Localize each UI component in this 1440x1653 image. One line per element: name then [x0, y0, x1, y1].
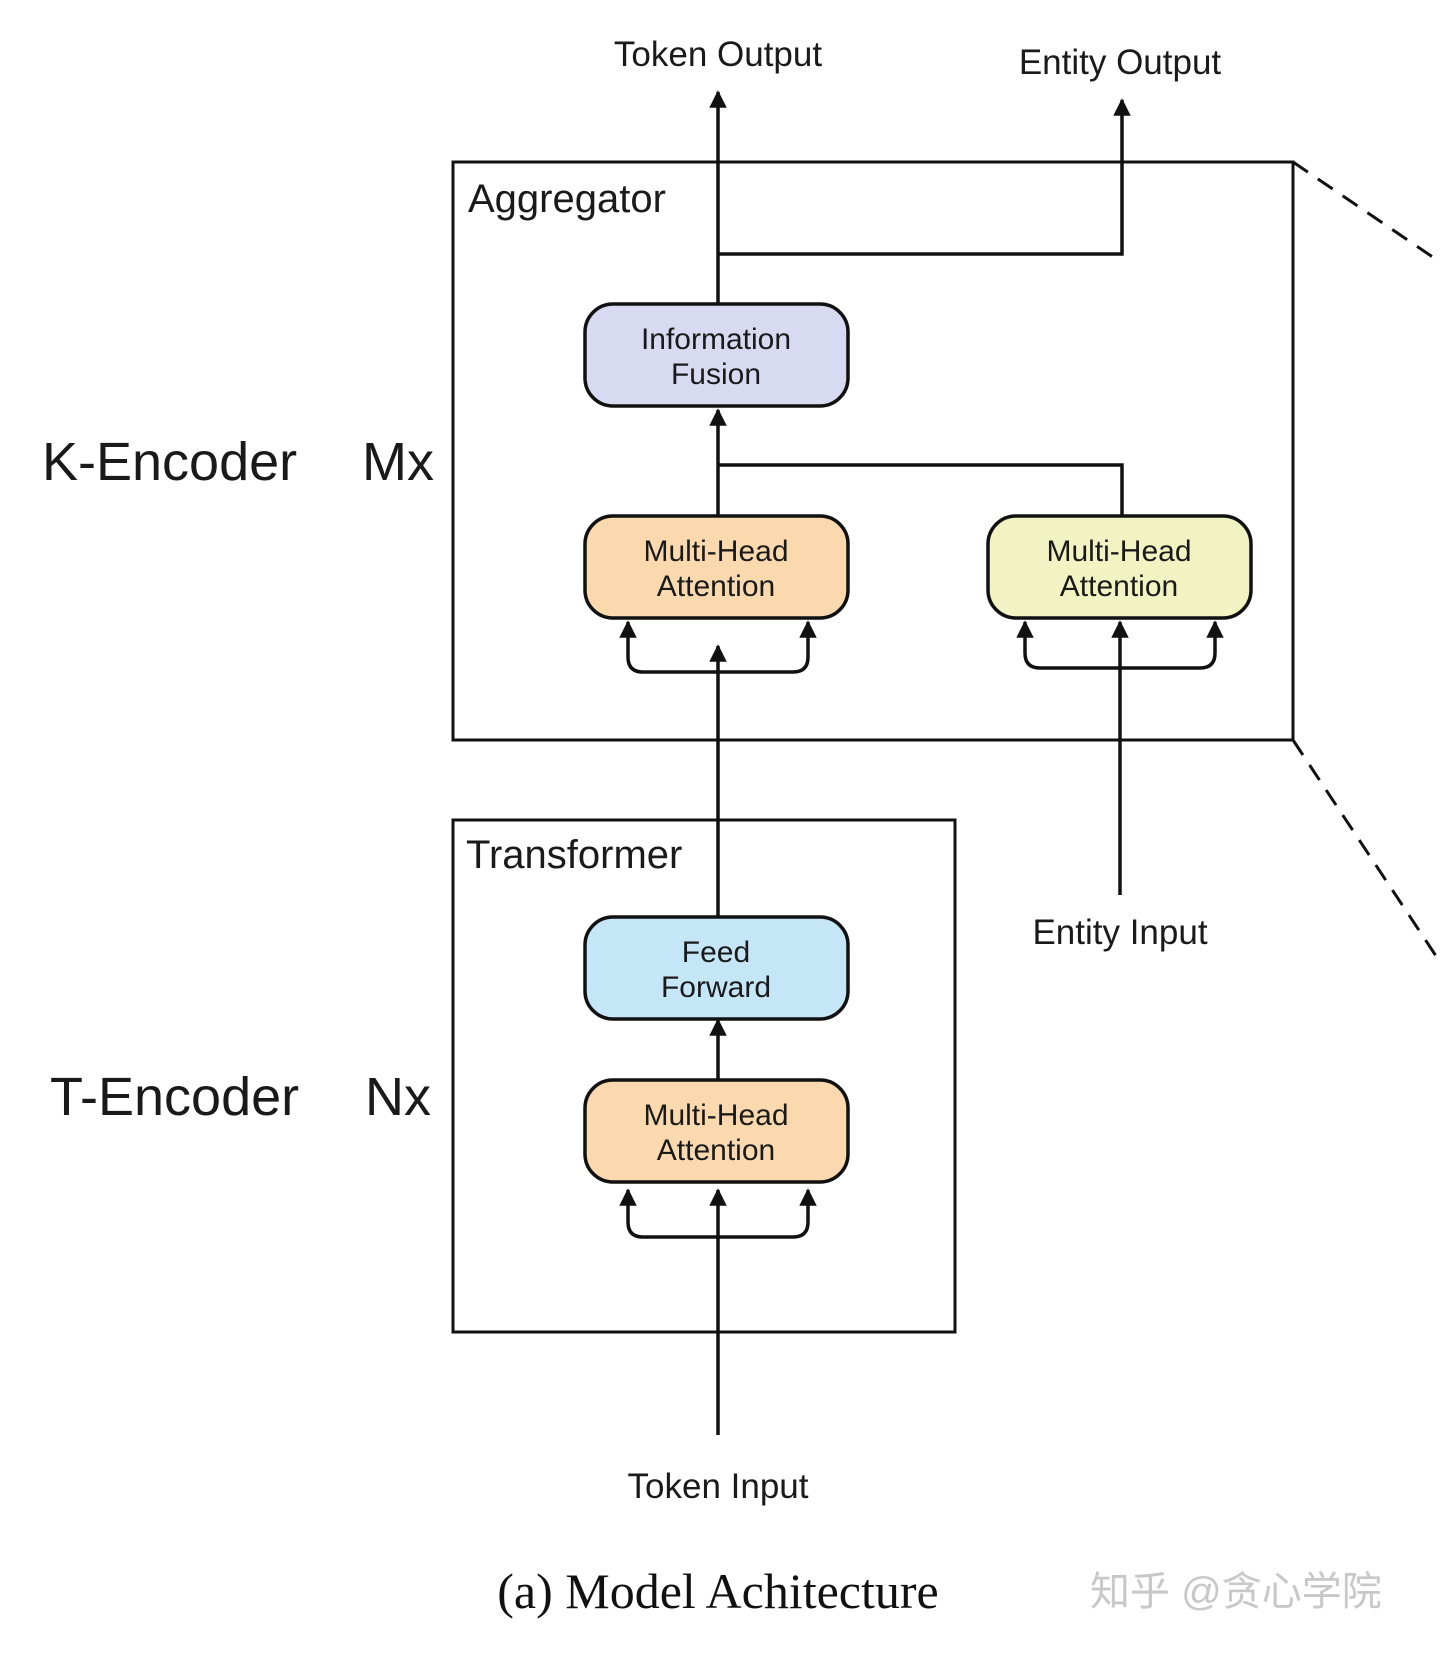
aggregator-label: Aggregator: [468, 177, 666, 221]
transformer-label: Transformer: [466, 833, 682, 877]
k-entity-mha-label-line2: Attention: [1060, 570, 1178, 603]
k-token-mha-qkv-branch-right: [718, 620, 817, 674]
token-input-label: Token Input: [628, 1467, 809, 1506]
k-entity-mha-label-line1: Multi-Head: [1046, 535, 1191, 568]
t-mha-qkv-branch-right: [718, 1188, 817, 1239]
k-token-mha-qkv-branch: [619, 620, 718, 674]
feed-forward-label-line2: Forward: [661, 971, 771, 1004]
k-token-mha-label-line2: Attention: [657, 570, 775, 603]
watermark: 知乎 @贪心学院: [1090, 1570, 1382, 1614]
transformer-box: [451, 818, 957, 1334]
t-mha-qkv-branch: [619, 1188, 718, 1239]
fusion-to-entity-output-line: [718, 98, 1131, 256]
t-mha-label-line2: Attention: [657, 1134, 775, 1167]
feed-forward-block: [583, 915, 850, 1021]
token-output-label: Token Output: [614, 35, 822, 74]
k-entity-mha-block: [986, 514, 1253, 620]
aggregator-box: [451, 160, 1295, 742]
k-entity-mha-qkv-branch: [1016, 620, 1120, 670]
k-encoder-label: K-Encoder: [42, 432, 297, 492]
k-repeat-label: Mx: [362, 432, 434, 492]
entity-mha-to-fusion-line: [718, 463, 1124, 516]
entity-input-label: Entity Input: [1032, 913, 1207, 952]
t-mha-block: [583, 1078, 850, 1184]
entity-output-label: Entity Output: [1019, 43, 1222, 82]
t-mha-label-line1: Multi-Head: [643, 1099, 788, 1132]
fusion-label-line1: Information: [641, 323, 791, 356]
k-token-mha-block: [583, 514, 850, 620]
t-repeat-label: Nx: [365, 1067, 431, 1127]
fusion-label-line2: Fusion: [671, 358, 761, 391]
k-token-mha-label-line1: Multi-Head: [643, 535, 788, 568]
zoom-line-top: [1292, 160, 1440, 264]
feed-forward-label-line1: Feed: [682, 936, 750, 969]
zoom-line-bottom: [1291, 739, 1440, 963]
information-fusion-block: [583, 302, 850, 408]
k-entity-mha-qkv-branch-right: [1120, 620, 1224, 670]
figure-caption: (a) Model Achitecture: [497, 1563, 938, 1619]
t-encoder-label: T-Encoder: [50, 1067, 299, 1127]
